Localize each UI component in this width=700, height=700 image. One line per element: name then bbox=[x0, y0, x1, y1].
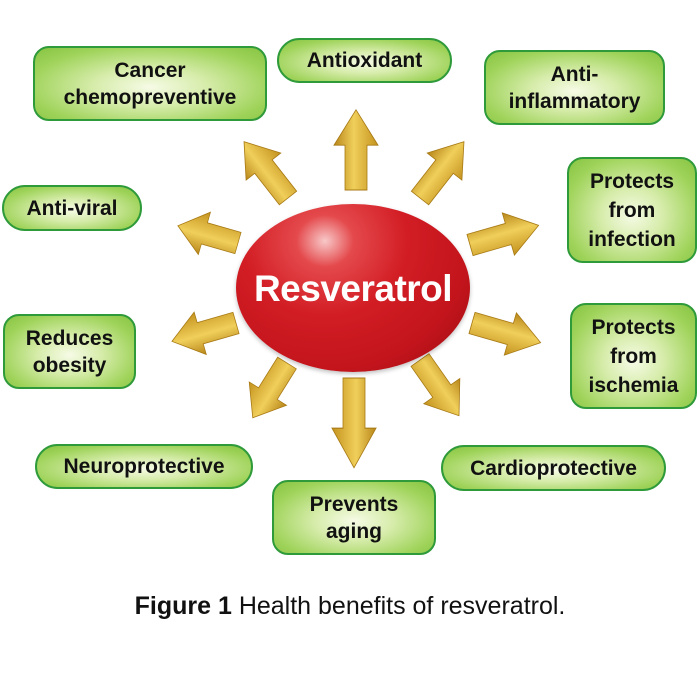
benefit-anti-inflammatory: Anti- inflammatory bbox=[484, 50, 665, 125]
benefit-prevents-aging: Prevents aging bbox=[272, 480, 436, 555]
benefit-line: obesity bbox=[32, 353, 107, 377]
benefit-line: Protects bbox=[589, 169, 675, 193]
figure-caption-text: Health benefits of resveratrol. bbox=[238, 592, 566, 620]
arrow-down-left-icon bbox=[233, 350, 307, 430]
benefit-protects-from-ischemia: Protects from ischemia bbox=[570, 303, 697, 409]
benefit-line: Protects bbox=[591, 315, 676, 339]
benefit-line: Prevents bbox=[309, 492, 399, 516]
benefit-line: Cardioprotective bbox=[470, 456, 637, 480]
arrow-up-icon bbox=[333, 109, 379, 191]
benefit-line: Anti- bbox=[550, 62, 599, 86]
benefit-antioxidant: Antioxidant bbox=[277, 38, 452, 83]
benefit-reduces-obesity: Reduces obesity bbox=[3, 314, 136, 389]
arrow-right-lower-icon bbox=[465, 301, 548, 365]
benefit-line: aging bbox=[326, 519, 382, 543]
benefit-protects-from-infection: Protects from infection bbox=[567, 157, 697, 263]
figure-label: Figure 1 bbox=[134, 592, 232, 620]
benefit-anti-viral: Anti-viral bbox=[2, 185, 142, 231]
arrow-left-upper-icon bbox=[171, 204, 245, 265]
benefit-line: from bbox=[610, 344, 657, 368]
benefit-line: Neuroprotective bbox=[63, 455, 225, 478]
arrow-up-right-icon bbox=[402, 127, 482, 212]
center-label: Resveratrol bbox=[253, 268, 453, 309]
benefit-neuroprotective: Neuroprotective bbox=[35, 444, 253, 489]
figure-caption: Figure 1 Health benefits of resveratrol. bbox=[0, 592, 700, 621]
benefit-line: chemopreventive bbox=[63, 85, 237, 109]
benefit-cancer-chemopreventive: Cancer chemopreventive bbox=[33, 46, 267, 121]
benefit-line: inflammatory bbox=[508, 89, 641, 113]
benefit-line: Cancer bbox=[114, 58, 186, 82]
arrow-right-upper-icon bbox=[463, 203, 546, 267]
benefit-line: Antioxidant bbox=[306, 49, 423, 72]
benefit-line: Anti-viral bbox=[26, 196, 118, 220]
arrow-left-lower-icon bbox=[165, 301, 243, 363]
benefit-line: ischemia bbox=[588, 373, 679, 397]
benefit-line: from bbox=[608, 198, 656, 222]
arrow-up-left-icon bbox=[226, 127, 306, 212]
benefit-cardioprotective: Cardioprotective bbox=[441, 445, 666, 491]
resveratrol-center: Resveratrol bbox=[236, 204, 470, 372]
arrow-down-icon bbox=[331, 377, 377, 469]
benefit-line: infection bbox=[588, 227, 676, 251]
benefit-line: Reduces bbox=[25, 326, 114, 350]
